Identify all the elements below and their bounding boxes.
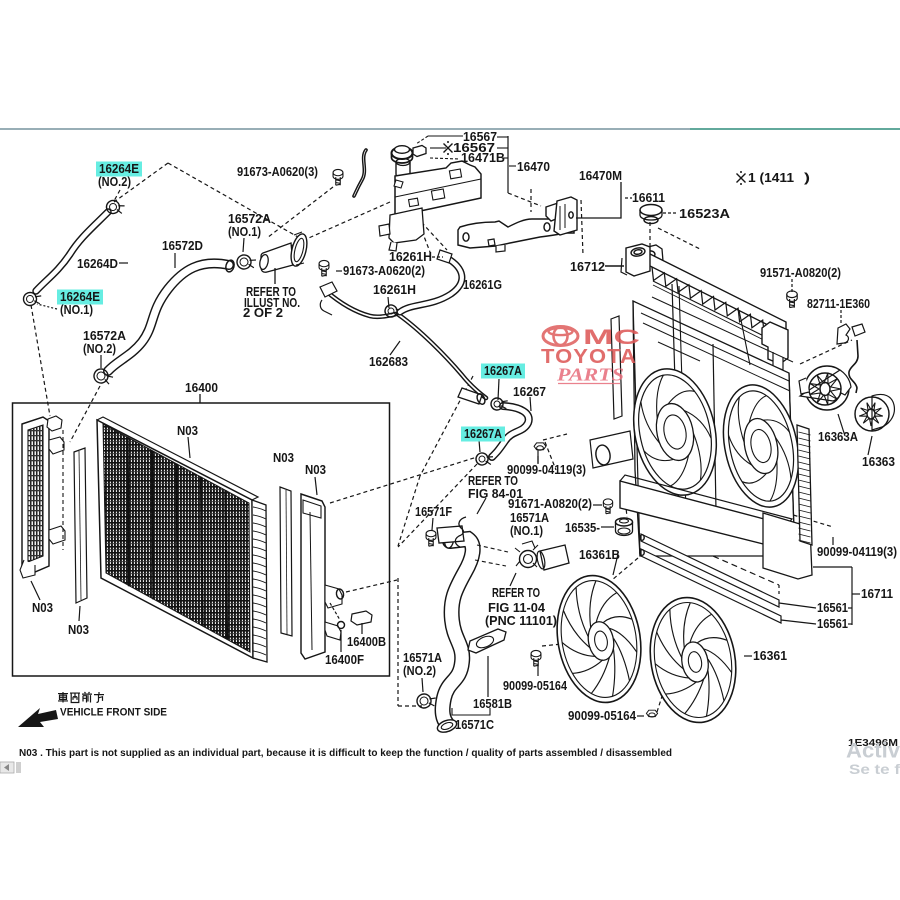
svg-text:16581B: 16581B <box>473 696 512 711</box>
svg-text:16470M: 16470M <box>579 168 622 183</box>
svg-text:REFER TO: REFER TO <box>468 473 518 488</box>
svg-text:16567: 16567 <box>463 129 497 144</box>
svg-text:82711-1E360: 82711-1E360 <box>807 296 870 311</box>
svg-text:N03: N03 <box>68 622 89 637</box>
svg-text:PARTS: PARTS <box>556 365 624 385</box>
svg-text:16261G: 16261G <box>463 277 502 292</box>
svg-text:): ) <box>804 170 810 185</box>
svg-text:91671-A0820(2): 91671-A0820(2) <box>508 496 592 511</box>
svg-text:90099-05164: 90099-05164 <box>568 708 637 723</box>
svg-text:91673-A0620(2): 91673-A0620(2) <box>343 263 425 278</box>
svg-text:TOYOTA: TOYOTA <box>541 346 637 368</box>
svg-text:90099-04119(3): 90099-04119(3) <box>817 544 897 559</box>
svg-text:2 OF 2: 2 OF 2 <box>243 305 283 320</box>
svg-text:16561: 16561 <box>817 600 848 615</box>
svg-text:Activ: Activ <box>846 739 900 762</box>
svg-text:N03 . This part is not supplie: N03 . This part is not supplied as an in… <box>19 748 672 759</box>
svg-text:16261H: 16261H <box>373 282 416 297</box>
svg-text:1E3496M: 1E3496M <box>848 738 898 749</box>
svg-text:91571-A0820(2): 91571-A0820(2) <box>760 265 841 280</box>
svg-text:1 (1411: 1 (1411 <box>748 170 794 185</box>
svg-text:(NO.2): (NO.2) <box>98 174 131 189</box>
svg-text:16572A: 16572A <box>228 211 272 226</box>
svg-text:FIG 84-01: FIG 84-01 <box>468 486 523 501</box>
svg-text:16523A: 16523A <box>679 206 731 221</box>
svg-text:16571A: 16571A <box>510 510 550 525</box>
svg-text:16267A: 16267A <box>484 363 523 378</box>
svg-text:90099-05164: 90099-05164 <box>503 678 568 693</box>
svg-text:(NO.2): (NO.2) <box>403 663 436 678</box>
svg-text:16264D: 16264D <box>77 256 118 271</box>
svg-text:16470: 16470 <box>517 159 550 174</box>
svg-text:(PNC 11101): (PNC 11101) <box>485 613 557 628</box>
svg-text:FIG 11-04: FIG 11-04 <box>488 600 546 615</box>
svg-text:16571F: 16571F <box>415 504 452 519</box>
svg-text:MC: MC <box>583 326 640 349</box>
svg-text:16712: 16712 <box>570 259 605 274</box>
svg-text:16361: 16361 <box>753 648 787 663</box>
svg-text:(NO.1): (NO.1) <box>228 224 261 239</box>
svg-text:16400B: 16400B <box>347 634 386 649</box>
svg-text:REFER TO: REFER TO <box>246 284 296 299</box>
svg-text:N03: N03 <box>177 423 198 438</box>
svg-text:(NO.2): (NO.2) <box>83 341 116 356</box>
svg-text:16400F: 16400F <box>325 652 364 667</box>
svg-text:16363A: 16363A <box>818 429 859 444</box>
svg-text:91673-A0620(3): 91673-A0620(3) <box>237 164 318 179</box>
svg-text:N03: N03 <box>32 600 53 615</box>
svg-text:Se te f: Se te f <box>849 761 900 777</box>
svg-text:VEHICLE FRONT SIDE: VEHICLE FRONT SIDE <box>60 707 167 719</box>
svg-text:16261H: 16261H <box>389 249 432 264</box>
svg-text:16567: 16567 <box>453 140 495 155</box>
svg-text:16571C: 16571C <box>455 717 495 732</box>
svg-text:162683: 162683 <box>369 354 408 369</box>
svg-text:16267: 16267 <box>513 384 546 399</box>
svg-text:16561: 16561 <box>817 616 848 631</box>
svg-text:16363: 16363 <box>862 454 895 469</box>
svg-text:16711: 16711 <box>861 586 893 601</box>
svg-text:16571A: 16571A <box>403 650 443 665</box>
svg-text:16611: 16611 <box>632 190 665 205</box>
svg-text:16400: 16400 <box>185 380 218 395</box>
svg-text:16264E: 16264E <box>99 161 139 176</box>
svg-text:16267A: 16267A <box>464 426 503 441</box>
svg-text:ILLUST NO.: ILLUST NO. <box>244 295 300 310</box>
svg-text:N03: N03 <box>305 462 326 477</box>
svg-text:90099-04119(3): 90099-04119(3) <box>507 462 586 477</box>
svg-text:16535-: 16535- <box>565 520 600 535</box>
svg-text:N03: N03 <box>273 450 294 465</box>
svg-text:16361B: 16361B <box>579 547 620 562</box>
svg-text:(NO.1): (NO.1) <box>510 523 543 538</box>
svg-text:16572A: 16572A <box>83 328 127 343</box>
svg-text:16264E: 16264E <box>60 289 100 304</box>
svg-text:16572D: 16572D <box>162 238 203 253</box>
svg-text:(NO.1): (NO.1) <box>60 302 93 317</box>
svg-text:16471B: 16471B <box>461 150 505 165</box>
svg-text:REFER TO: REFER TO <box>492 585 540 600</box>
